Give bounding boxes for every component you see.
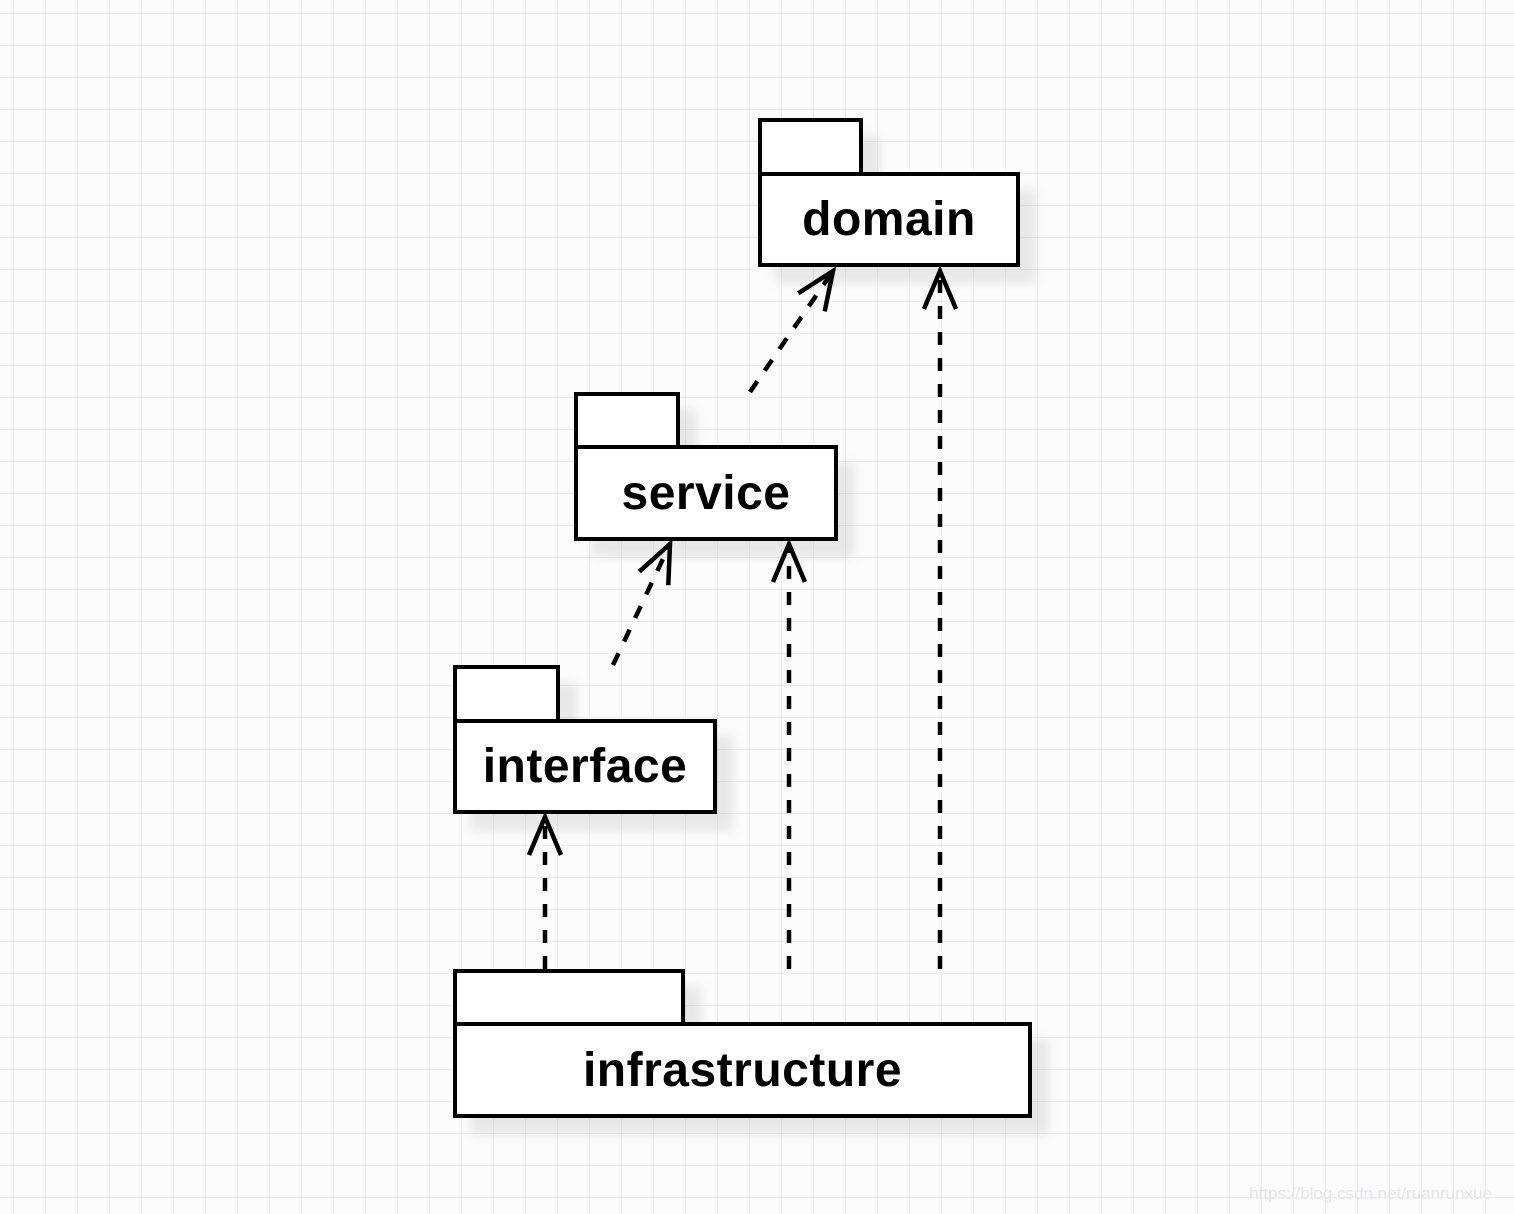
package-service-body: service — [574, 445, 838, 541]
package-interface-label: interface — [482, 740, 688, 793]
package-interface: interface — [453, 665, 717, 814]
package-interface-tab — [453, 665, 560, 719]
package-infrastructure-label: infrastructure — [582, 1043, 903, 1097]
package-interface-body: interface — [453, 719, 717, 814]
package-service: service — [574, 392, 838, 541]
package-domain-label: domain — [802, 193, 976, 246]
package-service-label: service — [621, 466, 791, 520]
package-domain-body: domain — [758, 172, 1020, 267]
arrow-service-to-domain — [748, 266, 837, 394]
csdn-watermark: https://blog.csdn.net/ruanrunxue — [1249, 1184, 1492, 1203]
package-domain-tab — [758, 118, 863, 172]
package-infrastructure: infrastructure — [453, 969, 1032, 1118]
package-service-tab — [574, 392, 680, 445]
package-infrastructure-tab — [453, 969, 685, 1022]
arrow-interface-to-service — [610, 538, 673, 666]
package-domain: domain — [758, 118, 1020, 267]
package-infrastructure-body: infrastructure — [453, 1022, 1032, 1118]
